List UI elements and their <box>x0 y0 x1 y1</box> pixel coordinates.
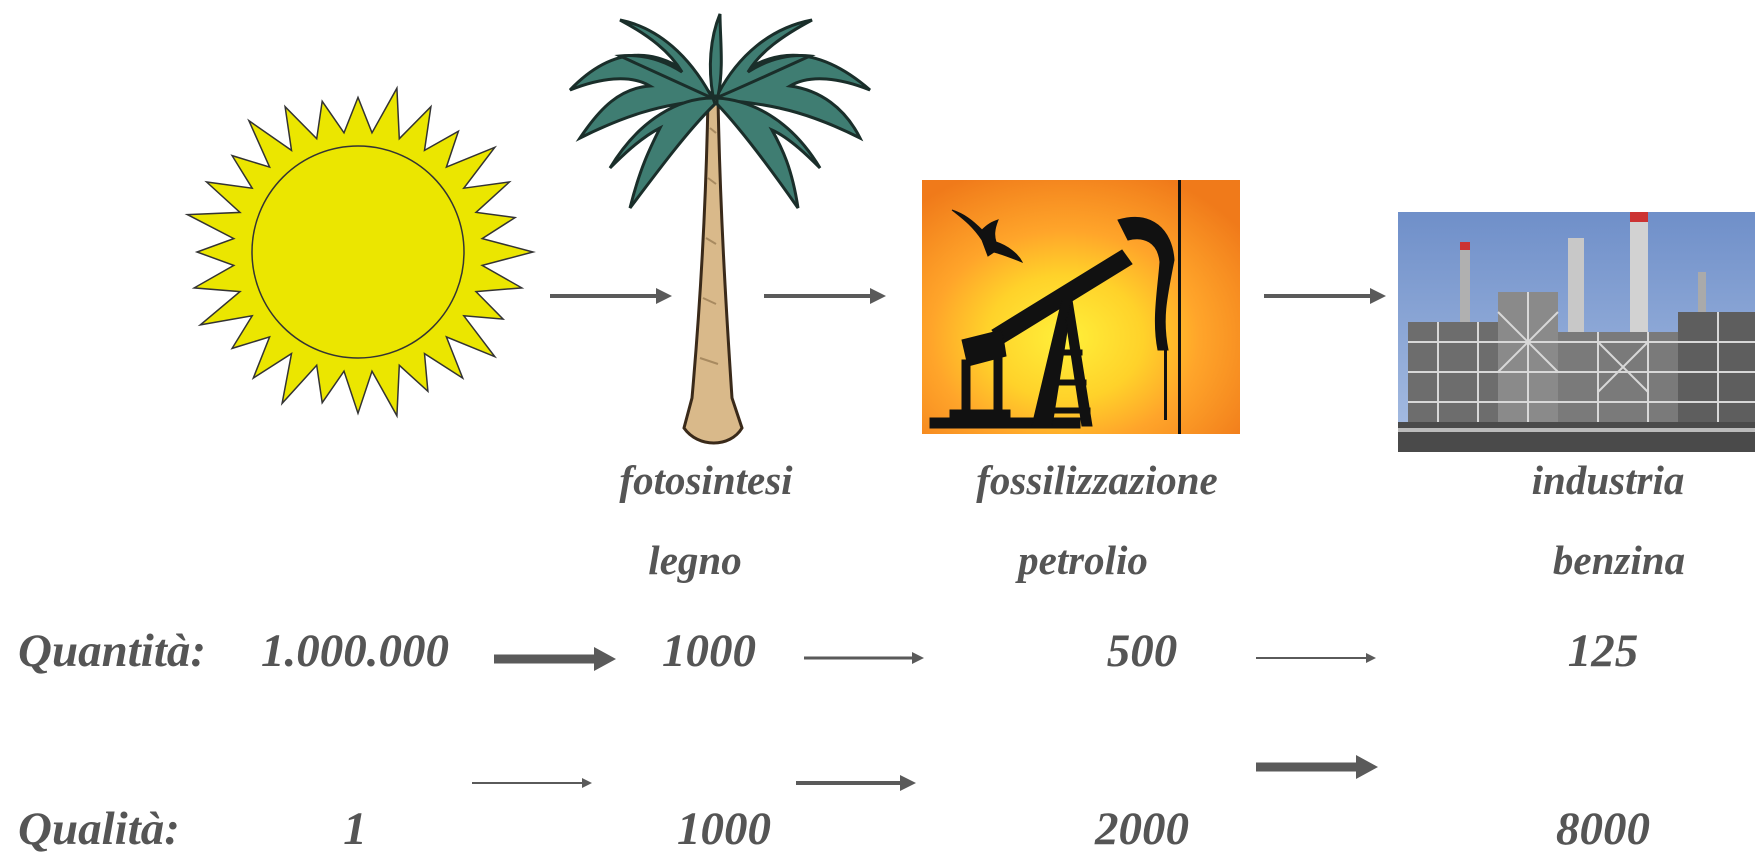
quality-value-benzina: 8000 <box>1556 803 1650 855</box>
product-label-petrolio: petrolio <box>1018 537 1148 583</box>
quantity-row-label: Quantità: <box>18 625 207 677</box>
flow-arrow-tree-to-oil <box>764 288 886 304</box>
process-label-fossilizzazione: fossilizzazione <box>976 457 1218 503</box>
process-label-fotosintesi: fotosintesi <box>619 457 793 503</box>
quality-arrow-1 <box>472 778 592 788</box>
quantity-value-sun: 1.000.000 <box>261 625 449 677</box>
quantity-value-petrolio: 500 <box>1106 625 1178 677</box>
process-label-industria: industria <box>1531 457 1685 503</box>
quality-row-label: Qualità: <box>18 803 180 855</box>
product-label-legno: legno <box>648 537 742 583</box>
quantity-value-legno: 1000 <box>662 625 756 677</box>
sun-icon <box>184 85 536 419</box>
quality-value-sun: 1 <box>343 803 367 855</box>
quality-arrow-3 <box>1256 755 1378 779</box>
quantity-arrow-1 <box>494 647 616 671</box>
quality-value-petrolio: 2000 <box>1095 803 1189 855</box>
flow-arrow-oil-to-refinery <box>1264 288 1386 304</box>
quantity-arrow-2 <box>804 652 924 664</box>
product-label-benzina: benzina <box>1552 537 1686 583</box>
quality-value-legno: 1000 <box>677 803 771 855</box>
quality-arrow-2 <box>796 775 916 791</box>
flow-arrow-sun-to-tree <box>550 288 672 304</box>
oil-pump-icon <box>922 180 1240 434</box>
refinery-icon <box>1398 212 1755 452</box>
quantity-value-benzina: 125 <box>1567 625 1639 677</box>
quantity-arrow-3 <box>1256 653 1376 663</box>
palm-tree-icon <box>568 13 871 445</box>
